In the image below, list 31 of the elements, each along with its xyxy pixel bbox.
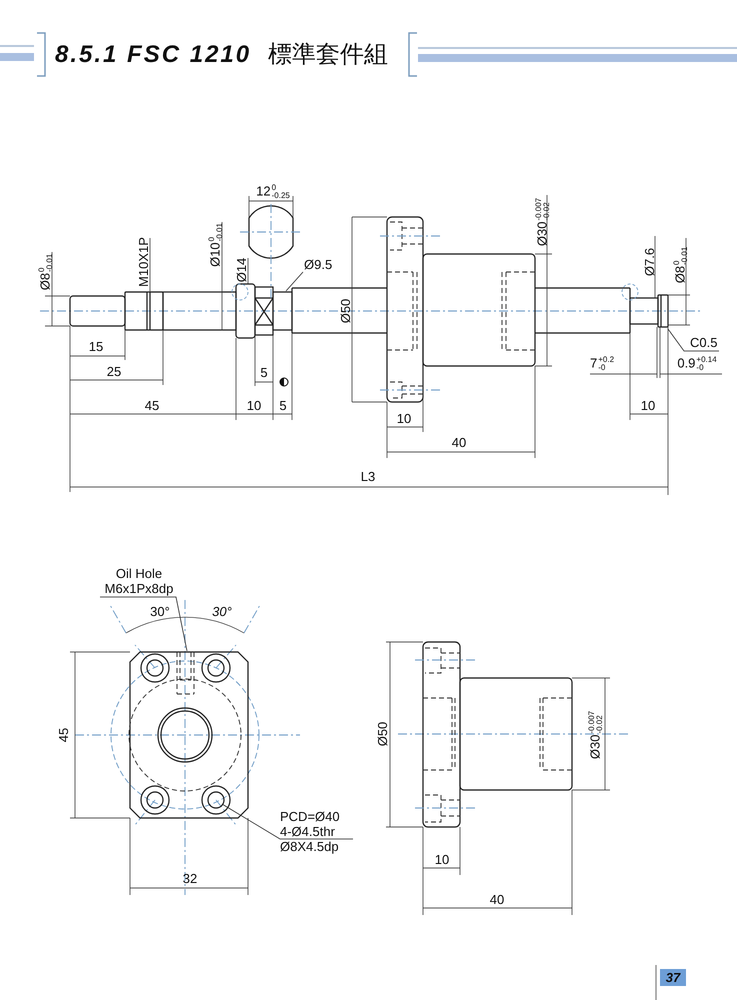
dimension-label: Ø50 [339, 298, 353, 324]
leader-line [100, 596, 188, 652]
dimension-label: 10 [434, 853, 450, 867]
angle-label: 30° [212, 605, 232, 619]
callout-text: PCD=Ø40 4-Ø4.5thr Ø8X4.5dp [280, 809, 354, 854]
dimension-label: 40 [490, 893, 504, 907]
dimension-label: 10 [396, 412, 412, 426]
dimension-label: 40 [452, 436, 466, 450]
callout-text: Ø9.5 [304, 257, 338, 272]
page-number: 37 [660, 969, 686, 986]
dimension-label: 32 [182, 872, 198, 886]
leader-line [286, 272, 304, 292]
leader-line [668, 328, 720, 352]
dimension-label: 45 [144, 399, 160, 413]
callout-text: C0.5 [690, 335, 720, 350]
dimension-label: 25 [106, 365, 122, 379]
dimension-label: Ø50 [376, 722, 390, 746]
dimension-label: 15 [88, 340, 104, 354]
dimension-label: 10 [246, 399, 262, 413]
dimension-label: M10X1P [137, 237, 151, 287]
dimension-label: L3 [360, 470, 376, 484]
dimension-label: 45 [57, 728, 71, 742]
callout-text: Oil Hole M6x1Px8dp [96, 566, 182, 596]
dimension-label: 5 [279, 399, 287, 413]
leader-line [222, 804, 354, 840]
dimension-label: Ø7.6 [643, 248, 657, 276]
dimension-label: 5 [260, 366, 268, 380]
dimension-label: 10 [640, 399, 656, 413]
dimension-label: Ø14 [235, 258, 249, 282]
angle-label: 30° [150, 605, 170, 619]
section-title: 8.5.1 FSC 1210 標準套件組 [55, 40, 388, 70]
